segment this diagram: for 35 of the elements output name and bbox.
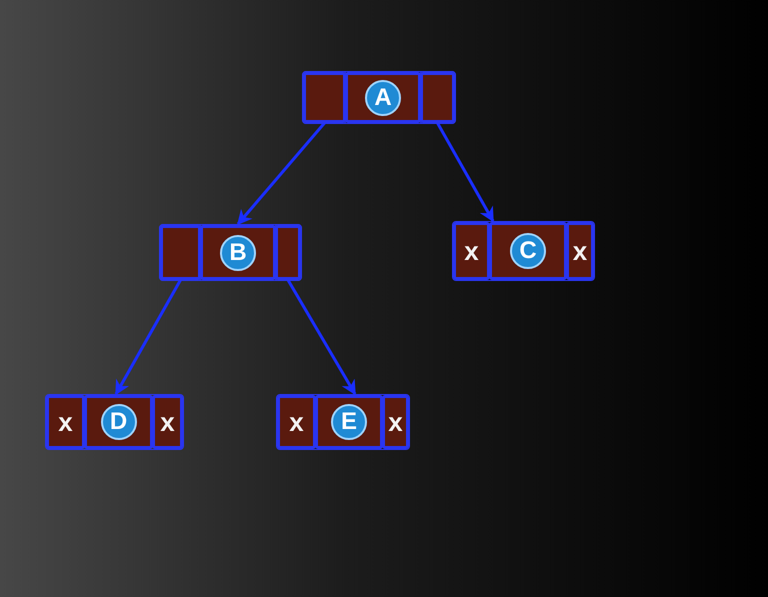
null-pointer-mark: x — [572, 238, 588, 264]
pointer-cell — [46, 395, 85, 449]
value-cell — [345, 72, 421, 123]
null-pointer-mark: x — [58, 409, 73, 435]
value-cell — [84, 395, 153, 449]
arrow — [236, 122, 326, 226]
value-cell — [315, 395, 383, 449]
node-value-label: D — [100, 404, 136, 440]
pointer-cell — [152, 395, 183, 449]
null-pointer-mark: x — [160, 409, 175, 435]
record-box — [303, 72, 455, 123]
arrow — [436, 122, 494, 222]
pointer-cell — [277, 395, 316, 449]
node-value-label: B — [220, 234, 256, 270]
pointer-cell — [382, 395, 409, 449]
pointer-cell — [453, 222, 490, 280]
pointer-cell — [275, 225, 301, 280]
node-value-label: C — [510, 233, 546, 269]
record-box — [453, 222, 594, 280]
pointer-cell — [420, 72, 455, 123]
pointer-cell — [566, 222, 594, 280]
null-pointer-mark: x — [388, 409, 403, 435]
arrow — [286, 279, 356, 396]
value-cell — [489, 222, 567, 280]
node-value-label: A — [365, 80, 401, 116]
pointer-cell — [160, 225, 201, 280]
record-box — [277, 395, 409, 449]
pointer-cell — [303, 72, 346, 123]
value-cell — [200, 225, 276, 280]
arrow — [114, 279, 182, 396]
record-box — [160, 225, 301, 280]
node-value-label: E — [331, 404, 367, 440]
record-box — [46, 395, 183, 449]
null-pointer-mark: x — [289, 409, 304, 435]
null-pointer-mark: x — [464, 238, 479, 264]
